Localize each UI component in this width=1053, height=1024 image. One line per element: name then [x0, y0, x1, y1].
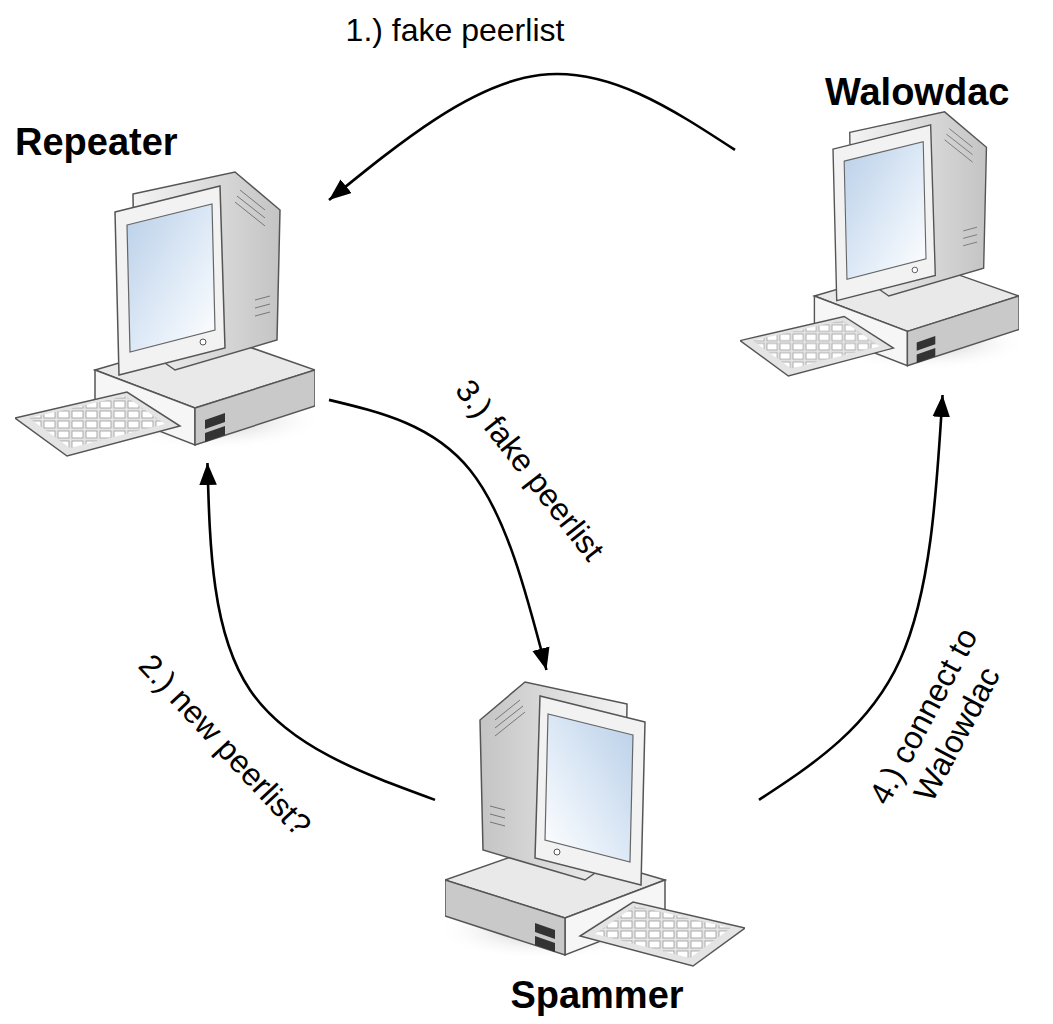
spammer-computer — [435, 682, 745, 966]
walowdac-computer — [740, 112, 1028, 376]
step-label: 3.) fake peerlist — [448, 372, 613, 568]
computer-node: Spammer — [435, 670, 759, 1020]
computer-label: Spammer — [435, 973, 759, 1017]
step-label: 1.) fake peerlist — [346, 11, 565, 49]
step-label: 4.) connect to Walowdac — [850, 601, 1030, 849]
computer-node: Repeater — [10, 118, 329, 463]
step-label: 2.) new peerlist? — [131, 646, 319, 844]
computer-label: Walowdac — [825, 70, 1009, 114]
arrow-connector — [329, 74, 735, 200]
repeater-computer — [15, 172, 325, 456]
computer-node: Walowdac — [735, 70, 1049, 395]
computer-label: Repeater — [15, 120, 178, 164]
